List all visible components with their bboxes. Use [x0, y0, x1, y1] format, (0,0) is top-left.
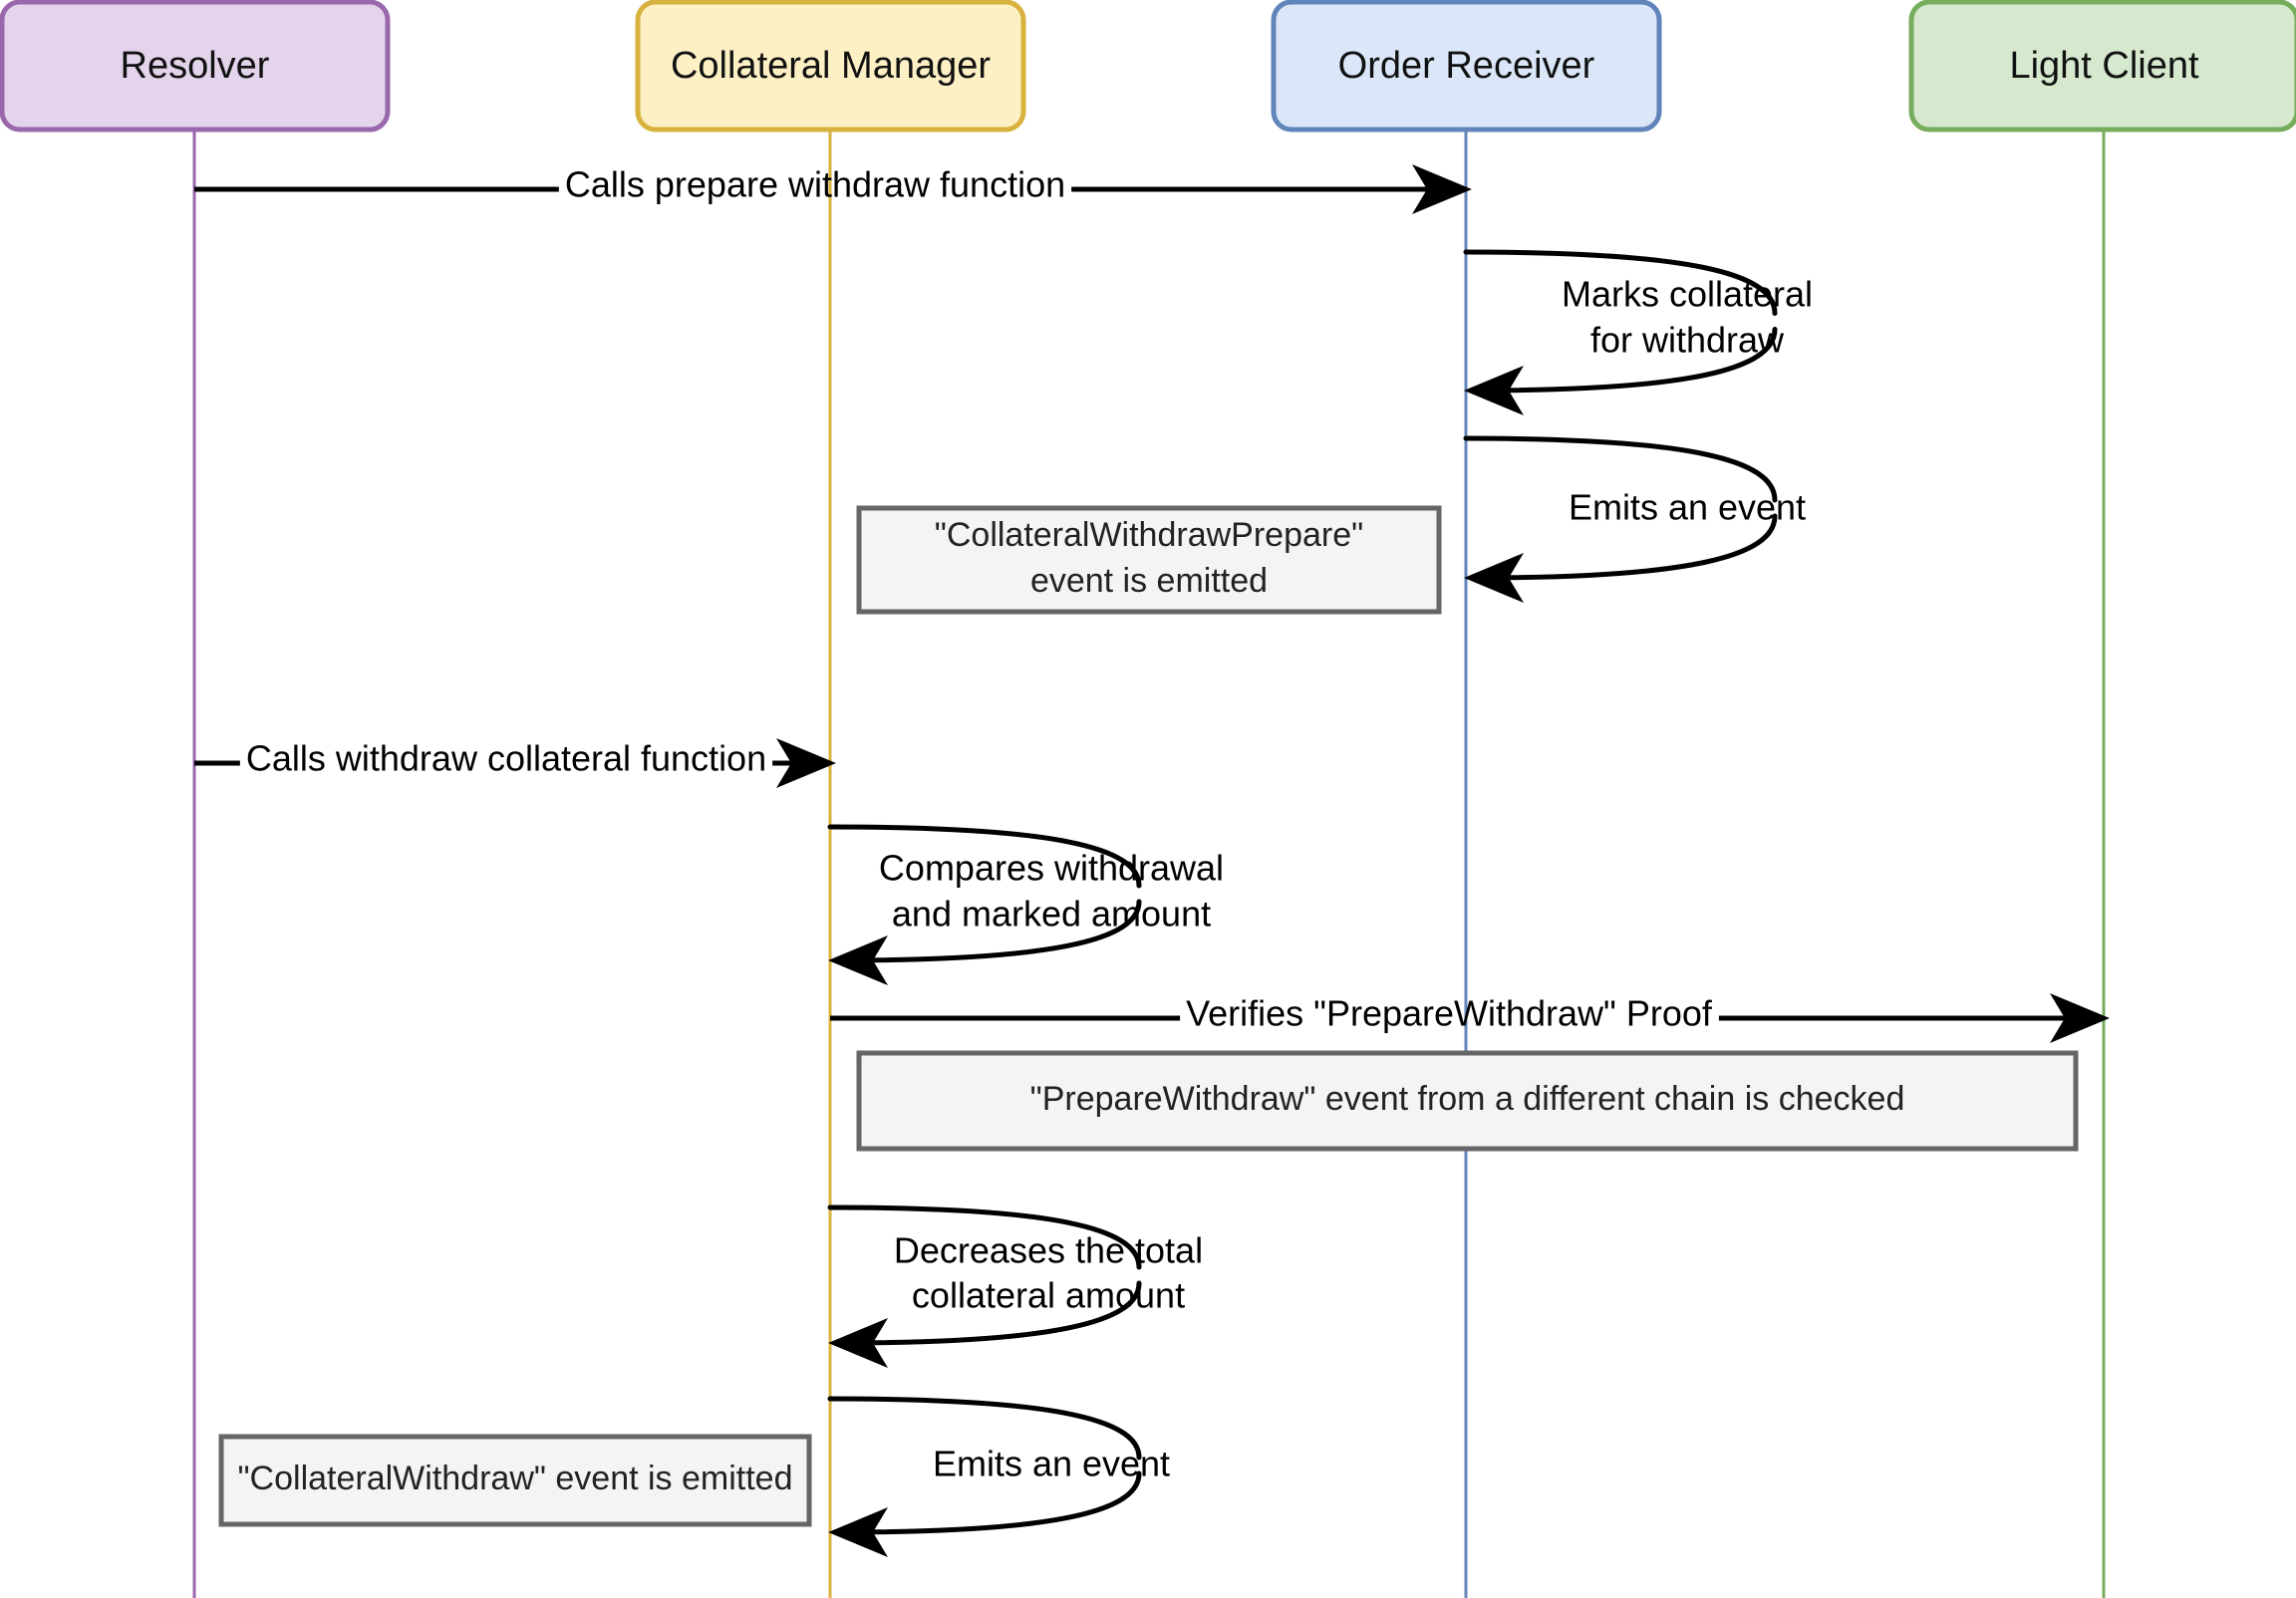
note-note-prepare-withdraw-check: "PrepareWithdraw" event from a different… — [856, 1050, 2079, 1152]
note-box-note-collateral-withdraw-prepare — [856, 505, 1442, 615]
message-label-m2-line-1: for withdraw — [1590, 320, 1785, 361]
message-m1: Calls prepare withdraw function — [194, 164, 1472, 214]
self-loop-returning-m8 — [828, 1470, 1142, 1557]
note-note-collateral-withdraw: "CollateralWithdraw" event is emitted — [218, 1434, 812, 1527]
self-loop-outgoing-m3 — [1463, 435, 1778, 503]
message-label-m7-line-0: Decreases the total — [894, 1230, 1203, 1271]
message-label-m8-line-0: Emits an event — [933, 1444, 1170, 1484]
participant-collateral-manager[interactable]: Collateral Manager — [635, 0, 1026, 133]
message-label-m6: Verifies "PrepareWithdraw" Proof — [1186, 993, 1713, 1034]
note-label-note-collateral-withdraw-prepare-line-0: "CollateralWithdrawPrepare" — [935, 516, 1363, 554]
note-note-collateral-withdraw-prepare: "CollateralWithdrawPrepare" event is emit… — [856, 505, 1442, 615]
participant-light-client[interactable]: Light Client — [1908, 0, 2296, 133]
message-label-m3-line-0: Emits an event — [1569, 487, 1806, 528]
message-label-m1: Calls prepare withdraw function — [565, 164, 1065, 205]
message-m3: Emits an event — [1463, 435, 1806, 603]
self-loop-outgoing-m8 — [827, 1396, 1142, 1461]
self-loop-outgoing-m2 — [1463, 249, 1778, 316]
participant-label-light-client: Light Client — [2009, 45, 2199, 87]
message-label-m7-line-1: collateral amount — [912, 1275, 1185, 1316]
self-loop-returning-m3 — [1464, 513, 1778, 603]
participant-order-receiver[interactable]: Order Receiver — [1271, 0, 1662, 133]
note-box-note-prepare-withdraw-check — [856, 1050, 2079, 1152]
note-label-note-prepare-withdraw-check-line-0: "PrepareWithdraw" event from a different… — [1030, 1080, 1905, 1118]
message-m4: Calls withdraw collateral function — [194, 738, 836, 788]
participant-box-collateral-manager — [635, 0, 1026, 133]
message-m5: Compares withdrawal and marked amount — [827, 824, 1224, 985]
message-m8: Emits an event — [827, 1396, 1170, 1557]
participant-label-order-receiver: Order Receiver — [1338, 45, 1595, 87]
participant-label-collateral-manager: Collateral Manager — [671, 45, 991, 87]
self-loop-returning-m2 — [1464, 327, 1778, 415]
message-m6: Verifies "PrepareWithdraw" Proof — [830, 993, 2110, 1043]
self-loop-returning-m5 — [828, 899, 1142, 985]
note-box-note-collateral-withdraw — [218, 1434, 812, 1527]
message-label-m5-line-1: and marked amount — [892, 894, 1211, 934]
message-label-m5-line-0: Compares withdrawal — [879, 848, 1224, 889]
participant-label-resolver: Resolver — [121, 45, 270, 87]
message-m2: Marks collateral for withdraw — [1463, 249, 1813, 415]
participant-resolver[interactable]: Resolver — [0, 0, 391, 133]
note-label-note-collateral-withdraw-prepare-line-1: event is emitted — [1030, 562, 1268, 600]
participant-box-order-receiver — [1271, 0, 1662, 133]
notes-layer: "CollateralWithdrawPrepare" event is emit… — [218, 505, 2079, 1527]
self-loop-outgoing-m7 — [827, 1204, 1142, 1270]
participant-box-resolver — [0, 0, 391, 133]
message-label-m4: Calls withdraw collateral function — [246, 738, 766, 779]
note-label-note-collateral-withdraw-line-0: "CollateralWithdraw" event is emitted — [237, 1460, 792, 1497]
message-label-m2-line-0: Marks collateral — [1562, 274, 1813, 315]
self-loop-returning-m7 — [828, 1280, 1142, 1368]
actors-layer: Resolver Collateral Manager Order Receiver… — [0, 0, 2296, 133]
self-loop-outgoing-m5 — [827, 824, 1142, 889]
participant-box-light-client — [1908, 0, 2296, 133]
